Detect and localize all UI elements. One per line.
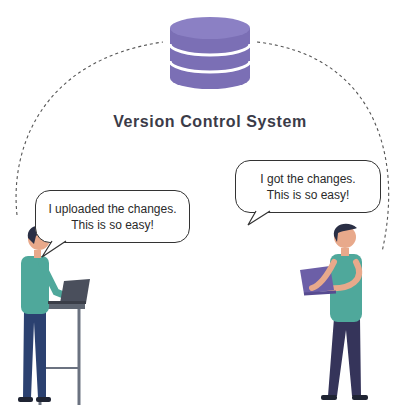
speech-bubble: I uploaded the changes. This is so easy! xyxy=(35,190,190,243)
shoe xyxy=(352,395,368,400)
left-person xyxy=(18,226,90,405)
bubble-tail xyxy=(236,211,276,235)
bubble-tail-outline xyxy=(248,211,270,225)
shoe xyxy=(321,395,337,400)
diagram-title: Version Control System xyxy=(0,113,420,131)
sync-line xyxy=(257,42,389,252)
desk-leg xyxy=(78,309,81,405)
database-band xyxy=(170,61,250,72)
database-top xyxy=(170,17,250,39)
arm xyxy=(312,262,334,288)
laptop-screen xyxy=(60,279,90,303)
bubble-tail-outline xyxy=(42,241,66,257)
shoe xyxy=(36,397,51,402)
laptop-base xyxy=(304,292,336,294)
right-person xyxy=(300,224,368,400)
speech-bubble: I got the changes. This is so easy! xyxy=(235,160,381,213)
hair xyxy=(334,224,357,242)
laptop-base xyxy=(48,301,86,304)
database-band xyxy=(170,44,250,55)
shoe xyxy=(18,397,33,402)
pants xyxy=(328,318,361,396)
neck xyxy=(341,248,349,256)
bubble-text: I got the changes. This is so easy! xyxy=(252,171,364,203)
neck xyxy=(34,250,41,258)
pants xyxy=(23,310,46,398)
bubble-tail xyxy=(36,241,76,265)
bubble-text: I uploaded the changes. This is so easy! xyxy=(43,201,182,233)
database-icon xyxy=(170,17,250,89)
